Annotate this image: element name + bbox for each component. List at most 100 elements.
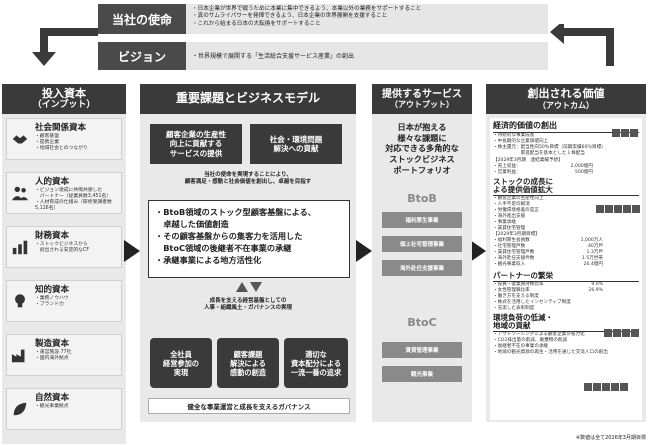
input-title: 投入資本 bbox=[42, 86, 86, 100]
capital-item: 知的資本・業務ノウハウ・ブランド力 bbox=[6, 280, 122, 322]
partner-value: 26.9% bbox=[588, 287, 603, 293]
env-line: ・CO2排出量の削減、廃棄物の削減 bbox=[493, 337, 568, 343]
vision-label: ビジョン bbox=[98, 42, 186, 70]
capital-item: 製造資本・運営施設 77社・国内海外拠点 bbox=[6, 334, 122, 376]
sdg-icon bbox=[604, 329, 612, 337]
capital-line: ・ストックビジネスから bbox=[35, 242, 88, 247]
mission-realization-text: 当社の使命を実現することにより、 顧客満足・感動と社会価値を創出し、卓越を目指す bbox=[184, 172, 312, 186]
sdg-icon bbox=[584, 383, 592, 391]
kpi-row: ・売上収益： 2,000億円 bbox=[493, 164, 593, 170]
capital-body: 財務資本・ストックビジネスから 創出される安定的なCF bbox=[33, 227, 121, 267]
sdg-icons-econ bbox=[612, 122, 644, 141]
arrow-output-to-outcome bbox=[470, 240, 486, 262]
sdg-icon bbox=[632, 205, 640, 213]
econ-line: 累進配当を基本とした１株配当 bbox=[493, 150, 585, 156]
mission-line: ・真のサムライパワーを発揮できるよう、日本企業の世界展開を支援すること bbox=[192, 13, 388, 20]
service-item: 海外赴任支援事業 bbox=[382, 260, 462, 276]
capital-title: 社会関係資本 bbox=[35, 123, 87, 133]
growth-line: ・顧客企業の生産性向上 bbox=[493, 196, 544, 202]
strategy-line: ・承継事業による地方活性化 bbox=[155, 254, 262, 265]
service-item: 福利厚生事業 bbox=[382, 212, 462, 228]
model-title: 重要課題とビジネスモデル bbox=[175, 91, 320, 106]
cycle-arrows bbox=[236, 282, 262, 292]
governance-footer: 健全な事業運営と成長を支えるガバナンス bbox=[148, 398, 350, 414]
capital-line: ・国内海外拠点 bbox=[35, 355, 69, 361]
kpi-value: 500億円 bbox=[575, 169, 593, 175]
capital-line: ・人材育成の仕組み（研修受講者数5,116名） bbox=[35, 199, 112, 211]
btoc-label: BtoC bbox=[407, 316, 437, 329]
strategy-line: BtoC領域の後継者不在事業の承継 bbox=[155, 242, 292, 253]
governance-text: 成長を支える経営基盤としての 人事・組織風土・ガバナンスの実現 bbox=[204, 298, 292, 312]
sdg-icon bbox=[623, 205, 631, 213]
capital-item: 自然資本・観光事業拠点 bbox=[6, 388, 122, 430]
capital-item: 人的資本・ビジョン達成に共鳴共感した パートナー（従業員数3,451名）・人材育… bbox=[6, 172, 122, 214]
capital-title: 人的資本 bbox=[35, 177, 70, 187]
kpi2-label: ・賃貸住宅管理戸数 bbox=[493, 249, 535, 255]
econ-line: ・株主還元：配当性向50％目標（前期実績60％目標） bbox=[493, 144, 606, 150]
social-issue-box: 社会・環境問題 解決への貢献 bbox=[250, 124, 342, 164]
growth-line: ・人手不足の解消 bbox=[493, 202, 530, 207]
capital-item: 財務資本・ストックビジネスから 創出される安定的なCF bbox=[6, 226, 122, 268]
strategy-line: ・その顧客基盤からの集客力を活用した bbox=[155, 230, 303, 241]
handshake-icon bbox=[7, 119, 33, 159]
sdg-icon bbox=[612, 129, 620, 137]
sdg-icon bbox=[620, 383, 628, 391]
service-item: 個上社宅管理事業 bbox=[382, 236, 462, 252]
kpi2-value: 1.5万世帯 bbox=[581, 255, 603, 261]
kpi2-value: 20.4億円 bbox=[583, 261, 603, 267]
sdg-icon bbox=[621, 129, 629, 137]
env-line: ・後継者不在の事業の承継 bbox=[493, 343, 549, 349]
capital-body: 人的資本・ビジョン達成に共鳴共感した パートナー（従業員数3,451名）・人材育… bbox=[33, 173, 121, 213]
sdg-icon bbox=[605, 205, 613, 213]
mission-line: ・日本企業が世界で戦うために本業に集中できるよう、本業以外の業務をサポートするこ… bbox=[192, 6, 422, 12]
growth-line: ・事業承継 bbox=[493, 219, 516, 225]
service-item: 賃貸管理事業 bbox=[382, 342, 462, 358]
sdg-icon bbox=[630, 129, 638, 137]
kpi-row: ・営業利益： 500億円 bbox=[493, 170, 593, 176]
growth-title: ストックの成長に よる提供価値拡大 bbox=[493, 177, 639, 197]
kpi2-label: ・福利厚生会員数 bbox=[493, 237, 530, 243]
kpi-value: 2,000億円 bbox=[570, 163, 593, 169]
kpi2-value: 40万戸 bbox=[587, 243, 603, 249]
output-header: 提供するサービス （アウトプット） bbox=[372, 84, 472, 114]
output-subtitle: （アウトプット） bbox=[390, 100, 454, 110]
capital-title: 製造資本 bbox=[35, 339, 70, 349]
partner-label: ・女性管理職比率 bbox=[493, 287, 530, 293]
partner-more: ・働き方を支える制度 bbox=[493, 293, 539, 299]
vision-text: ・世界規模で展開する「生活総合支援サービス産業」の創出 bbox=[186, 42, 548, 70]
kpi2-row: ・海外赴任支援件数 1.5万世帯 bbox=[493, 256, 603, 262]
sdg-icon bbox=[596, 205, 604, 213]
input-header: 投入資本 （インプット） bbox=[2, 84, 126, 114]
kpi-label: ・営業利益： bbox=[493, 169, 521, 175]
growth-line: ・海外進出支援 bbox=[493, 213, 526, 219]
footnote: ※数値は全て2026年3月期目標 bbox=[575, 435, 646, 441]
sdg-icon bbox=[614, 205, 622, 213]
kpi2-value: 1,000万人 bbox=[580, 237, 603, 243]
growth-line: ・労働環境格差の是正 bbox=[493, 207, 539, 213]
capital-body: 製造資本・運営施設 77社・国内海外拠点 bbox=[33, 335, 121, 375]
output-title: 提供するサービス bbox=[382, 88, 462, 100]
capital-title: 財務資本 bbox=[35, 231, 70, 241]
kpi2-label: ・社宅管理戸数 bbox=[493, 243, 526, 249]
capital-line: ・ビジョン達成に共鳴共感した bbox=[35, 188, 103, 193]
portfolio-headline: 日本が抱える 様々な課題に 対応できる多角的な ストックビジネス ポートフォリオ bbox=[385, 122, 459, 175]
capital-line: ・提携企業 bbox=[35, 139, 59, 145]
capital-body: 自然資本・観光事業拠点 bbox=[33, 389, 121, 429]
capital-body: 社会関係資本・顧客基盤・提携企業・地域社会とのつながり bbox=[33, 119, 121, 159]
strategy-box: ・BtoB領域のストック型顧客基盤による、 卓越した価値創造 ・その顧客基盤から… bbox=[148, 200, 350, 278]
sdg-icon bbox=[593, 383, 601, 391]
capital-line: ・運営施設 77社 bbox=[35, 350, 72, 355]
input-subtitle: （インプット） bbox=[32, 100, 96, 111]
sdg-icons-partner bbox=[604, 322, 644, 341]
kpi2-row: ・福利厚生会員数 1,000万人 bbox=[493, 238, 603, 244]
strategy-line: ・BtoB領域のストック型顧客基盤による、 bbox=[155, 207, 316, 217]
kpi-label: ・売上収益： bbox=[493, 163, 521, 169]
kpi2-label: ・海外赴任支援件数 bbox=[493, 255, 535, 261]
kpi2-caption: 【2029年3月期目標】 bbox=[493, 231, 540, 237]
arrow-input-to-model bbox=[124, 240, 140, 262]
capital-line: ・ブランド力 bbox=[35, 301, 64, 307]
partner-more: ・充実した表彰制度 bbox=[493, 305, 535, 311]
